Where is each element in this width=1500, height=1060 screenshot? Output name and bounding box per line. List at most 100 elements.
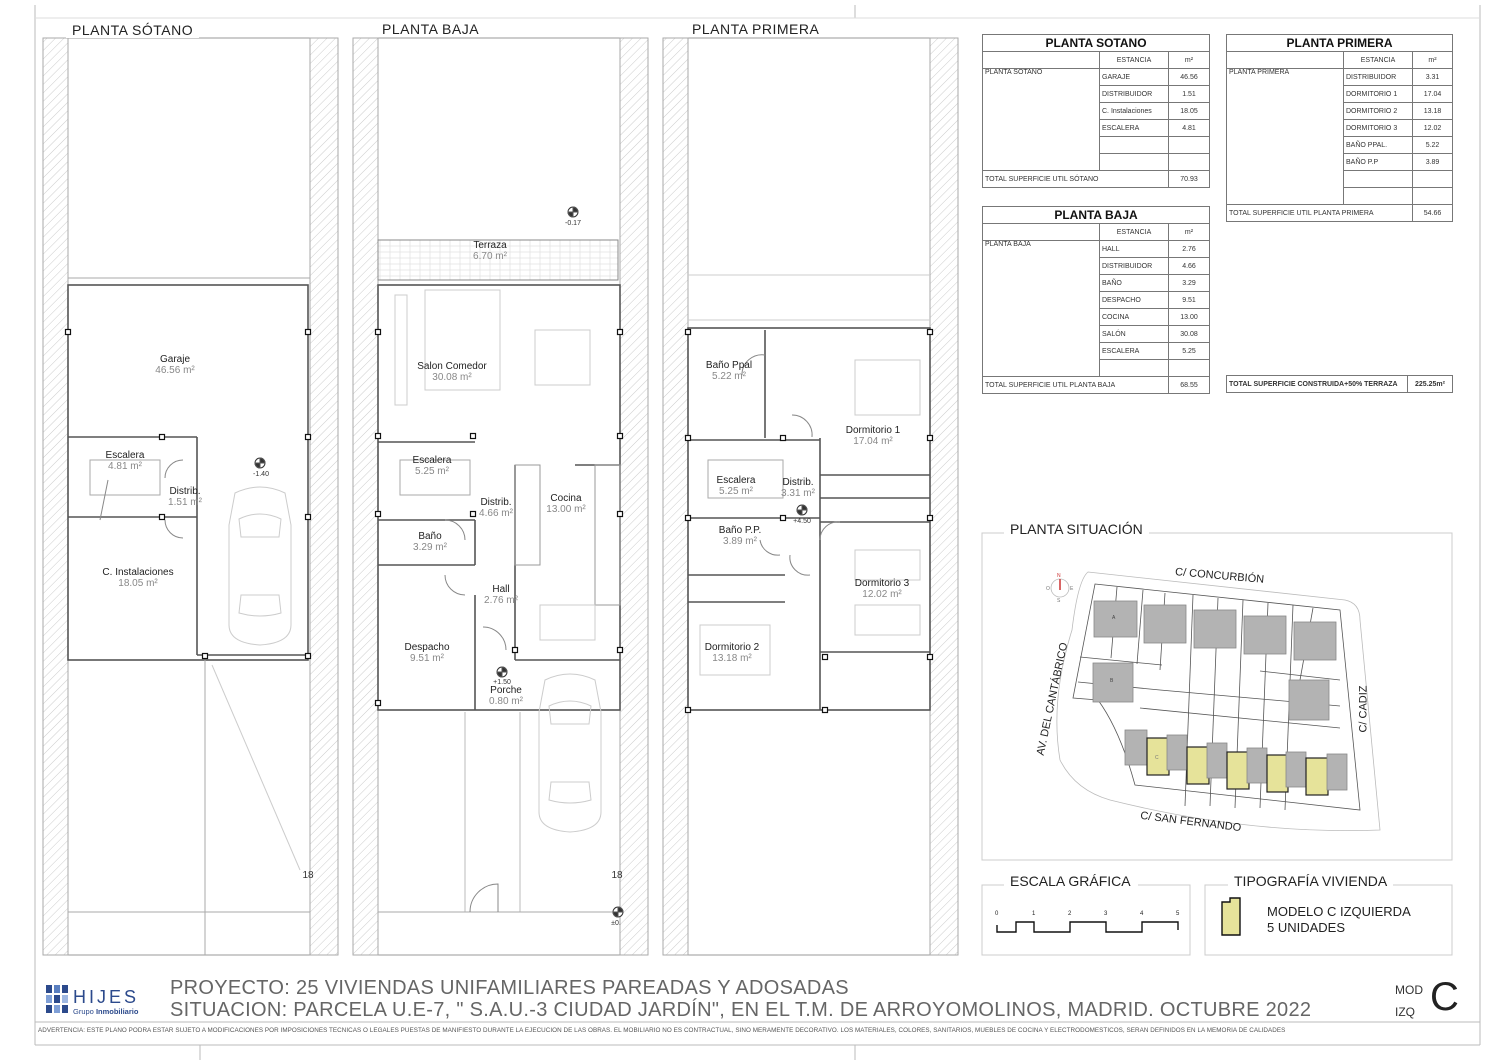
model-mod: MOD <box>1395 983 1423 997</box>
unit-type-label: B <box>1110 678 1114 684</box>
legend-swatch <box>1221 897 1241 936</box>
cell: 30.08 <box>1168 325 1210 343</box>
cell: 4.66 <box>1168 257 1210 275</box>
col-header: ESTANCIA <box>1343 51 1413 69</box>
cell: 3.89 <box>1412 153 1453 171</box>
logo-subtitle: Grupo Inmobiliario <box>73 1007 139 1016</box>
cell <box>1099 359 1169 377</box>
cell: 5.25 <box>1168 342 1210 360</box>
unit-type-label: C <box>1155 755 1159 761</box>
total-value: 54.66 <box>1412 204 1453 222</box>
model-letter: C <box>1430 975 1459 1019</box>
model-izq: IZQ <box>1395 1005 1415 1019</box>
cell: 5.22 <box>1412 136 1453 154</box>
grand-total-value: 225.25m² <box>1407 375 1453 393</box>
units-a <box>1093 600 1337 661</box>
col-header: ESTANCIA <box>1099 223 1169 241</box>
cell <box>1343 187 1413 205</box>
cell: 46.56 <box>1168 68 1210 86</box>
cell: DISTRIBUIDOR <box>1099 257 1169 275</box>
typology-title: TIPOGRAFÍA VIVIENDA <box>1228 873 1394 889</box>
units-c <box>1124 729 1348 796</box>
situation-frame <box>981 532 1453 956</box>
cell: 13.00 <box>1168 308 1210 326</box>
cell: SALÓN <box>1099 325 1169 343</box>
level-mark: ±0. <box>611 920 621 927</box>
table-title: PLANTA BAJA <box>982 206 1210 224</box>
room-label: Distrib.1.51 m² <box>168 486 202 508</box>
cell: GARAJE <box>1099 68 1169 86</box>
total-value: 68.55 <box>1168 376 1210 394</box>
cell: 3.31 <box>1412 68 1453 86</box>
plan-sotano-title: PLANTA SÓTANO <box>66 22 200 38</box>
unit-type-label: A <box>1112 615 1116 621</box>
cell <box>1168 359 1210 377</box>
table-title: PLANTA SOTANO <box>982 34 1210 52</box>
cell: DORMITORIO 3 <box>1343 119 1413 137</box>
room-label: Distrib.3.31 m² <box>781 477 815 499</box>
plan-primera-title: PLANTA PRIMERA <box>686 21 826 37</box>
compass-north: N <box>1057 573 1061 579</box>
cell: DORMITORIO 1 <box>1343 85 1413 103</box>
cell: 1.51 <box>1168 85 1210 103</box>
disclaimer: ADVERTENCIA: ESTE PLANO PODRA ESTAR SUJE… <box>38 1027 1286 1034</box>
cell: 13.18 <box>1412 102 1453 120</box>
col-header: m² <box>1168 223 1210 241</box>
street-label: C/ CADIZ <box>1357 685 1370 733</box>
cell: 3.29 <box>1168 274 1210 292</box>
cell: 17.04 <box>1412 85 1453 103</box>
cell: BAÑO <box>1099 274 1169 292</box>
scale-tick: 4 <box>1140 911 1144 917</box>
level-mark: +4.50 <box>793 518 811 525</box>
cell: 12.02 <box>1412 119 1453 137</box>
dimension-text: 18 <box>611 870 623 881</box>
compass-east: E <box>1070 586 1074 592</box>
plan-sotano-drawing <box>42 37 339 956</box>
cell: COCINA <box>1099 308 1169 326</box>
cell: BAÑO P.P <box>1343 153 1413 171</box>
cell <box>1168 153 1210 171</box>
project-line: PROYECTO: 25 VIVIENDAS UNIFAMILIARES PAR… <box>170 977 849 999</box>
group-label: PLANTA SOTANO <box>982 68 1100 171</box>
cell <box>1099 153 1169 171</box>
scale-title: ESCALA GRÁFICA <box>1004 873 1137 889</box>
col-header: m² <box>1168 51 1210 69</box>
sheet-frame <box>34 5 1481 1060</box>
plan-baja-drawing <box>352 37 649 956</box>
scale-bar <box>996 921 1179 933</box>
cell: HALL <box>1099 240 1169 258</box>
col-header: ESTANCIA <box>1099 51 1169 69</box>
cell: BAÑO PPAL. <box>1343 136 1413 154</box>
typology-model: MODELO C IZQUIERDA <box>1267 904 1411 919</box>
total-label: TOTAL SUPERFICIE UTIL PLANTA PRIMERA <box>1226 204 1413 222</box>
cell: DISTRIBUIDOR <box>1343 68 1413 86</box>
cell <box>1168 136 1210 154</box>
compass-south: S <box>1057 598 1061 604</box>
level-mark: +1.50 <box>493 679 511 686</box>
hijes-logo <box>46 985 68 1013</box>
cell <box>1343 170 1413 188</box>
table-title: PLANTA PRIMERA <box>1226 34 1453 52</box>
dimension-text: 18 <box>302 870 314 881</box>
cell: ESCALERA <box>1099 119 1169 137</box>
total-label: TOTAL SUPERFICIE UTIL PLANTA BAJA <box>982 376 1169 394</box>
cell: 4.81 <box>1168 119 1210 137</box>
